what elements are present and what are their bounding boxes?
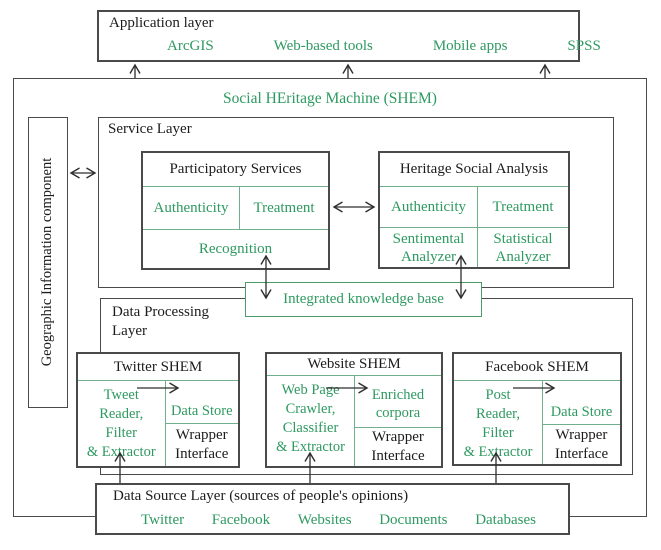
twitter-shem-box: Twitter SHEM Tweet Reader, Filter & Extr…	[76, 352, 240, 468]
heritage-treatment-cell: Treatment	[492, 198, 554, 215]
data-source-layer-box: Data Source Layer (sources of people's o…	[95, 483, 570, 535]
twitter-wrapper-interface-cell: Wrapper Interface	[175, 426, 229, 462]
app-item-arcgis: ArcGIS	[167, 38, 214, 54]
participatory-authenticity-cell: Authenticity	[143, 187, 240, 229]
ds-item-facebook: Facebook	[211, 512, 271, 528]
app-item-mobile-apps: Mobile apps	[432, 38, 508, 54]
integrated-knowledge-base-box: Integrated knowledge base	[245, 282, 482, 317]
participatory-treatment-cell: Treatment	[253, 199, 315, 216]
heritage-social-analysis-box: Heritage Social Analysis Authenticity Se…	[378, 151, 570, 269]
facebook-shem-title: Facebook SHEM	[454, 354, 620, 381]
ds-item-databases: Databases	[475, 512, 536, 528]
heritage-authenticity-cell: Authenticity	[391, 198, 466, 215]
website-processor-cell: Web Page Crawler, Classifier & Extractor	[267, 375, 355, 466]
facebook-wrapper-interface-cell: Wrapper Interface	[554, 426, 609, 462]
participatory-services-box: Participatory Services Authenticity Trea…	[141, 151, 330, 270]
heritage-statistical-analyzer-cell: Statistical Analyzer	[478, 227, 568, 267]
geographic-information-component-box: Geographic Information component	[28, 117, 68, 408]
app-item-spss: SPSS	[567, 38, 601, 54]
facebook-data-store-cell: Data Store	[543, 381, 620, 425]
shem-title: Social HEritage Machine (SHEM)	[223, 90, 437, 107]
ds-item-websites: Websites	[297, 512, 352, 528]
website-enriched-corpora-cell: Enriched corpora	[355, 376, 441, 428]
geographic-information-component-label: Geographic Information component	[38, 157, 55, 367]
website-shem-box: Website SHEM Web Page Crawler, Classifie…	[265, 352, 443, 468]
app-item-web-based-tools: Web-based tools	[273, 38, 373, 54]
twitter-processor-cell: Tweet Reader, Filter & Extractor	[78, 381, 166, 466]
facebook-processor-cell: Post Reader, Filter & Extractor	[454, 381, 543, 464]
ds-item-twitter: Twitter	[141, 512, 185, 528]
participatory-services-title: Participatory Services	[169, 161, 302, 177]
application-layer-title: Application layer	[109, 15, 214, 31]
website-wrapper-interface-cell: Wrapper Interface	[371, 429, 425, 464]
application-layer-items: ArcGIS Web-based tools Mobile apps SPSS	[99, 38, 601, 55]
website-shem-title: Website SHEM	[267, 354, 441, 376]
participatory-services-row: Authenticity Treatment	[143, 186, 328, 229]
heritage-social-analysis-title: Heritage Social Analysis	[399, 161, 549, 177]
ds-item-documents: Documents	[379, 512, 448, 528]
service-layer-title: Service Layer	[108, 121, 192, 137]
heritage-social-analysis-body: Authenticity Sentimental Analyzer Treatm…	[380, 186, 568, 267]
facebook-shem-box: Facebook SHEM Post Reader, Filter & Extr…	[452, 352, 622, 466]
data-source-layer-items: Twitter Facebook Websites Documents Data…	[97, 512, 568, 529]
data-processing-layer-title: Data Processing Layer	[112, 304, 210, 339]
twitter-shem-title: Twitter SHEM	[78, 354, 238, 381]
data-source-layer-title: Data Source Layer (sources of people's o…	[113, 488, 409, 504]
participatory-recognition-cell: Recognition	[143, 229, 328, 268]
heritage-sentimental-analyzer-cell: Sentimental Analyzer	[380, 227, 477, 267]
twitter-data-store-cell: Data Store	[165, 381, 238, 424]
application-layer-box: Application layer ArcGIS Web-based tools…	[97, 10, 601, 62]
